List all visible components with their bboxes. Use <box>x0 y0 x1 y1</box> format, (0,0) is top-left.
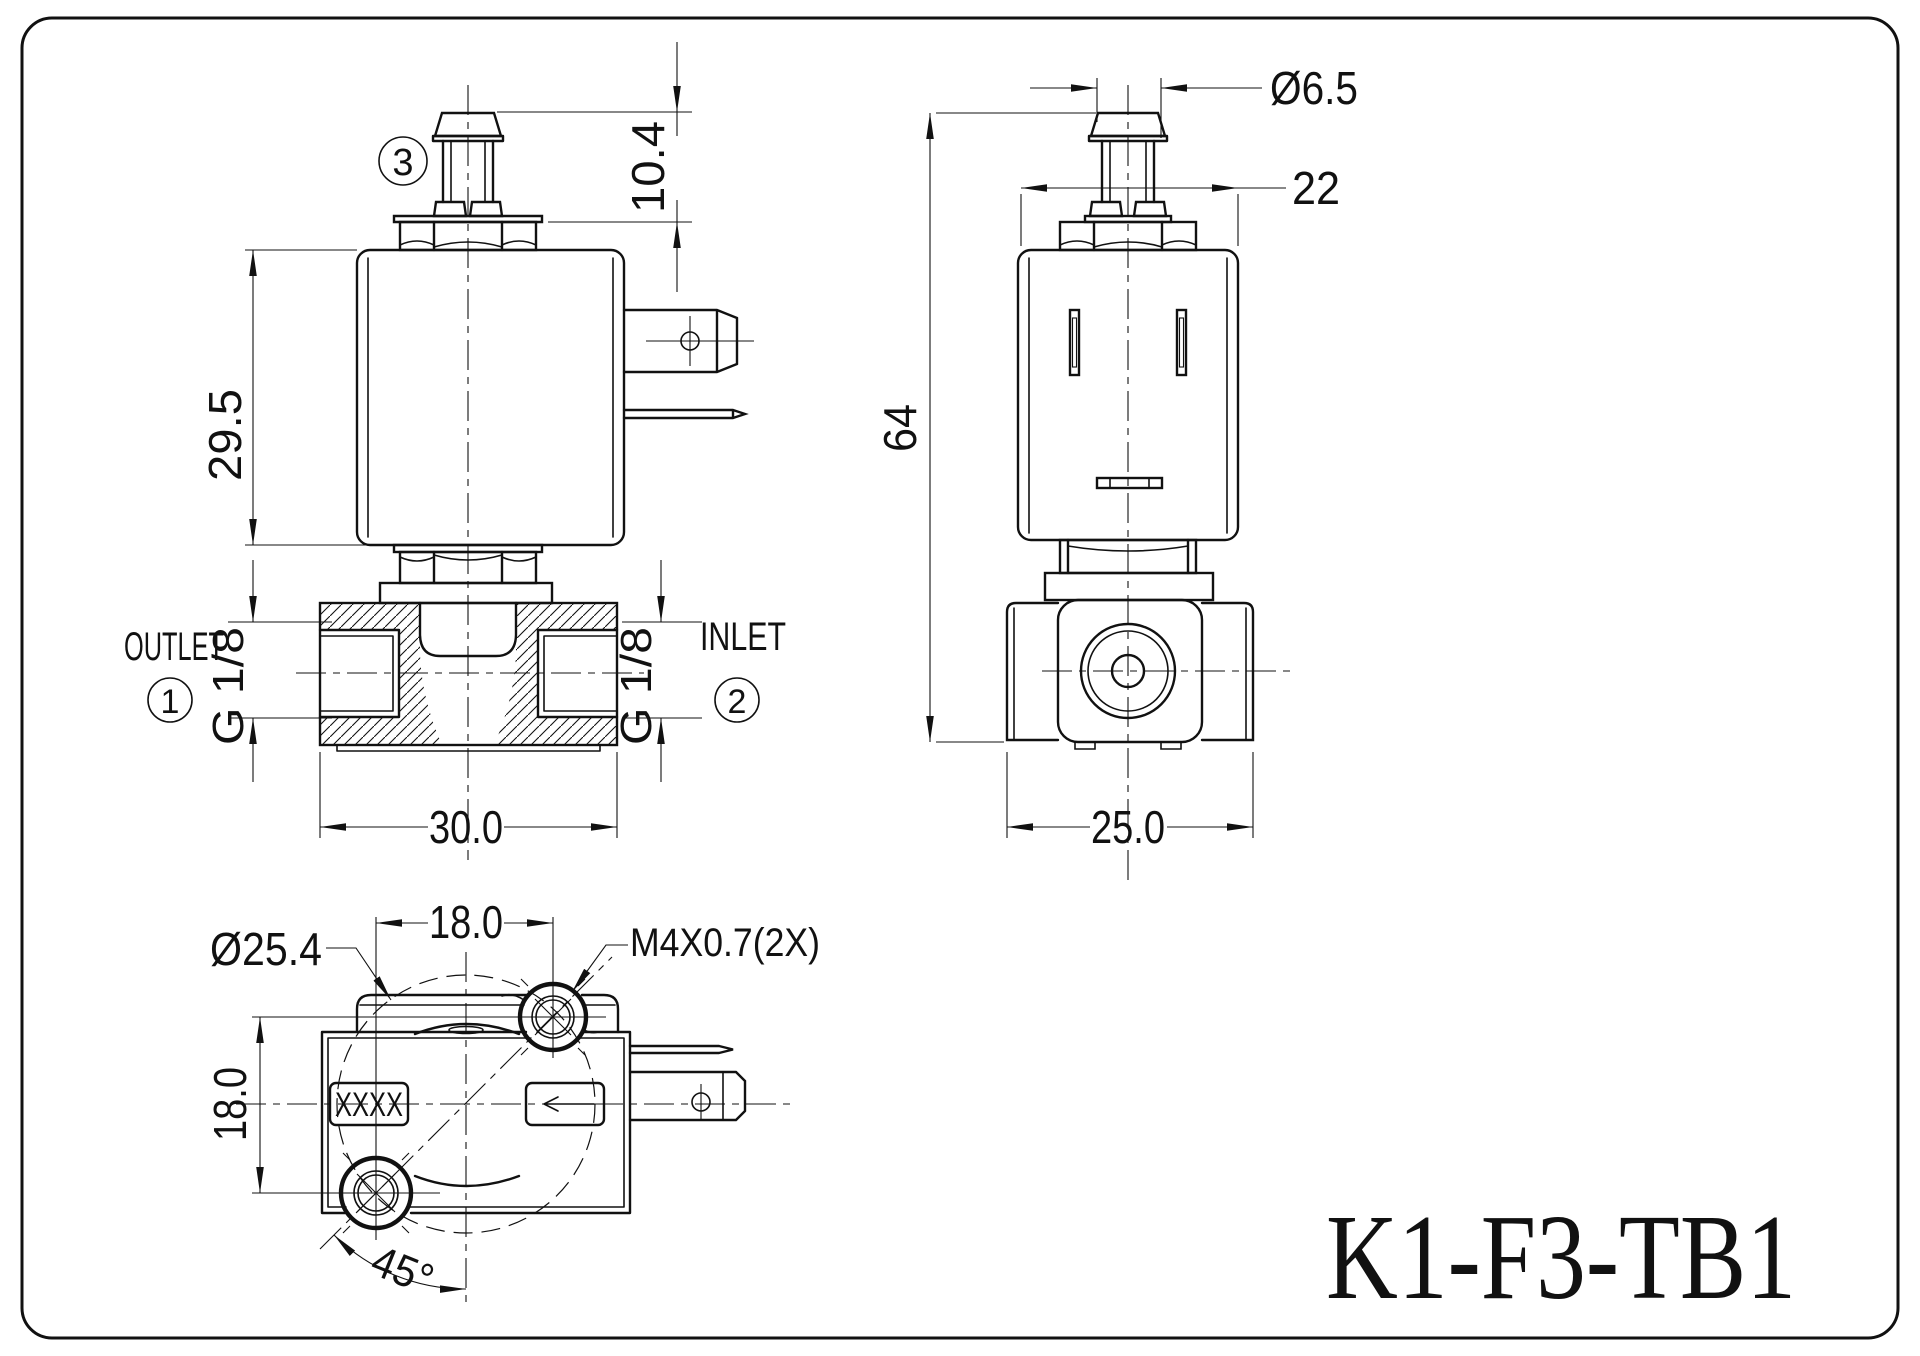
screw-thread-callout-label: M4X0.7(2X) <box>630 921 820 965</box>
dim-coil-height: 29.5 <box>199 249 392 546</box>
inlet-callout: INLET 2 G 1/8 <box>612 560 786 782</box>
dim-barb-height-label: 10.4 <box>622 121 674 213</box>
front-spade-terminal <box>622 308 754 374</box>
outlet-label: OUTLET <box>124 625 224 669</box>
marking-text: XXXX <box>335 1086 403 1124</box>
flow-arrow-icon <box>543 1096 595 1112</box>
front-hose-barb <box>392 111 544 224</box>
drawing-title: K1-F3-TB1 <box>1326 1190 1796 1325</box>
bottom-view: XXXX Ø25.4 18.0 <box>204 896 820 1305</box>
dim-coil-width: 22 <box>1020 162 1340 246</box>
side-view: Ø6.5 22 64 25.0 <box>874 62 1358 880</box>
inlet-balloon-label: 2 <box>728 683 747 721</box>
side-valve-body <box>1005 598 1255 750</box>
dim-barb-height: 10.4 <box>497 42 692 292</box>
dim-overall-height-label: 64 <box>874 404 926 452</box>
front-lower-hex-nut <box>378 543 554 605</box>
outlet-balloon-label: 1 <box>161 683 180 721</box>
balloon-3-label: 3 <box>392 142 413 184</box>
dim-coil-width-label: 22 <box>1292 162 1340 214</box>
dim-screw-spacing-vertical: 18.0 <box>204 1016 606 1194</box>
side-lower-hex-nut <box>1043 538 1215 602</box>
dim-screw-spacing-vertical-label: 18.0 <box>204 1067 256 1141</box>
front-coil-body <box>355 248 626 547</box>
marking-window: XXXX <box>328 1081 410 1127</box>
front-terminal-pin <box>622 408 749 420</box>
dim-body-width: 30.0 <box>319 752 618 853</box>
screw-thread-callout: M4X0.7(2X) <box>571 921 820 993</box>
dim-coil-height-label: 29.5 <box>199 389 251 481</box>
bottom-terminal <box>628 1044 747 1122</box>
outlet-callout: OUTLET 1 G 1/8 <box>124 560 332 782</box>
bottom-coil-strip <box>355 993 620 1034</box>
dim-screw-spacing-horizontal-label: 18.0 <box>429 896 503 948</box>
dim-overall-height: 64 <box>874 112 1096 743</box>
dim-angle-label: 45° <box>365 1236 441 1305</box>
dim-valve-width: 25.0 <box>1006 752 1254 853</box>
outlet-thread-label: G 1/8 <box>204 627 253 745</box>
dim-coil-diameter-label: Ø25.4 <box>210 923 322 975</box>
dim-valve-width-label: 25.0 <box>1091 801 1165 853</box>
dim-body-width-label: 30.0 <box>429 801 503 853</box>
dim-angle: 45° <box>333 1234 467 1305</box>
dim-barb-diameter: Ø6.5 <box>1030 62 1358 138</box>
sheet-border <box>20 16 1900 1340</box>
flow-direction-window <box>524 1081 606 1127</box>
bottom-bracket-body <box>320 1022 632 1215</box>
dim-screw-spacing-horizontal: 18.0 <box>375 896 554 1240</box>
dim-barb-diameter-label: Ø6.5 <box>1270 62 1358 114</box>
inlet-label: INLET <box>700 615 786 659</box>
inlet-thread-label: G 1/8 <box>612 627 661 745</box>
balloon-3: 3 <box>378 136 428 186</box>
front-valve-body <box>318 601 619 752</box>
front-view: 3 10.4 29.5 OUTLET 1 G 1/8 INLET <box>124 42 786 860</box>
dim-coil-diameter: Ø25.4 <box>210 923 392 1001</box>
coil-diameter-circle <box>336 974 596 1234</box>
